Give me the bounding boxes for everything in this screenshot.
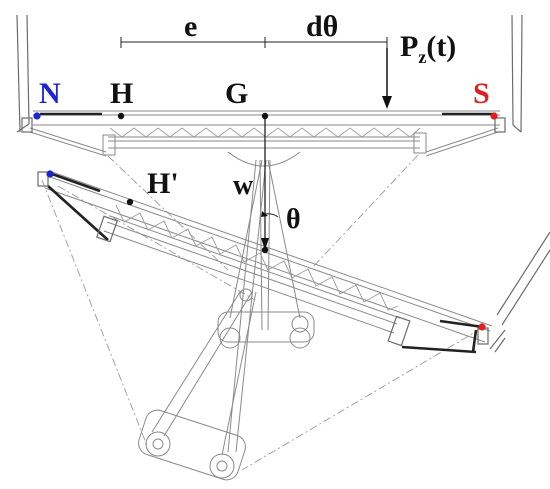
label-e: e xyxy=(184,10,197,43)
theta-rotation xyxy=(261,116,279,250)
label-north: N xyxy=(39,77,61,110)
horizontal-deck xyxy=(21,110,506,167)
point-g-displaced xyxy=(261,246,269,254)
label-h-prime: H' xyxy=(147,167,179,200)
point-g xyxy=(261,112,269,120)
point-north xyxy=(33,112,41,120)
down-arrow-icon xyxy=(382,48,392,109)
label-h: H xyxy=(110,77,133,110)
label-g: G xyxy=(225,77,248,110)
label-theta: θ xyxy=(286,204,301,235)
pendulum-displaced xyxy=(138,159,267,481)
right-tower-outline xyxy=(489,14,550,353)
key-points xyxy=(33,112,498,331)
point-north-displaced xyxy=(46,170,54,178)
label-south: S xyxy=(473,77,490,110)
point-h-prime xyxy=(126,198,134,206)
left-tower-outline xyxy=(16,14,30,133)
label-w: w xyxy=(233,170,254,201)
rotated-deck xyxy=(37,171,493,354)
dimension-lines xyxy=(120,37,388,48)
label-d-theta: dθ xyxy=(306,10,338,43)
point-south xyxy=(490,112,498,120)
label-force: Pz(t) xyxy=(400,30,456,67)
point-h xyxy=(117,112,125,120)
point-south-displaced xyxy=(478,323,486,331)
